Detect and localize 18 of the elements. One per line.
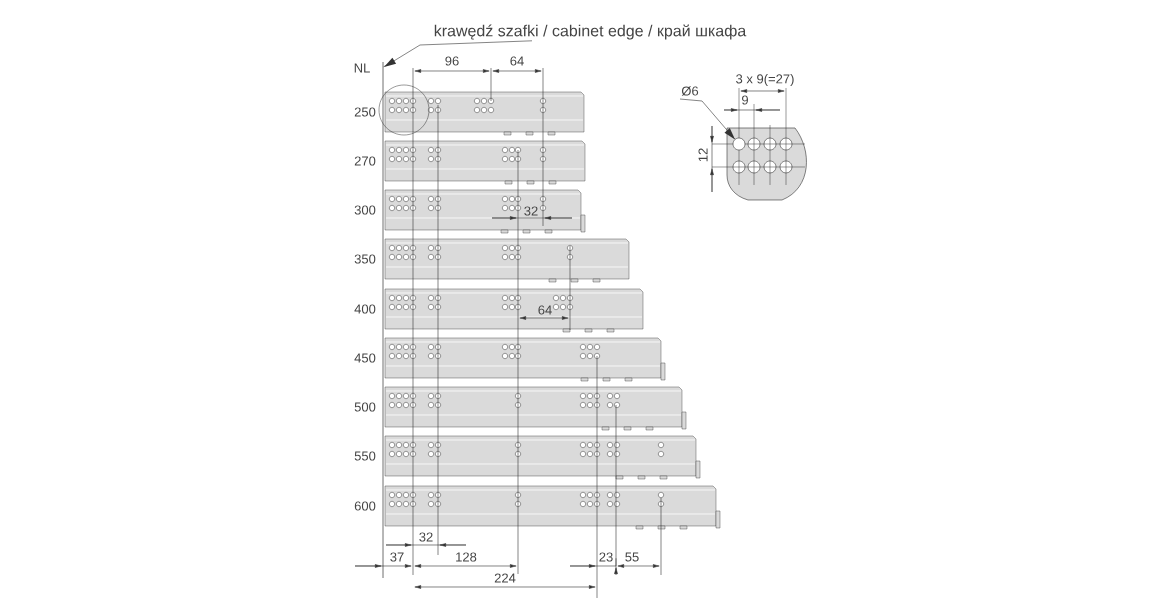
dimension-text: 3 x 9(=27)	[736, 73, 794, 87]
dimension-text: 12	[698, 148, 708, 162]
diameter-label: Ø6	[681, 86, 699, 96]
dimension-text: 64	[510, 56, 524, 66]
hole	[732, 137, 746, 151]
caption-text: krawędź szafki / cabinet edge / край шкафа	[434, 24, 747, 40]
dimension-text: 9	[742, 95, 748, 105]
dimension-text: 32	[524, 206, 538, 216]
dimension-text: 55	[625, 552, 639, 562]
dimension-text: 23	[599, 552, 613, 562]
leader-line	[679, 98, 736, 140]
dimension-text: 96	[445, 56, 459, 66]
dimension-text: 224	[494, 573, 516, 583]
column-heading: NL	[354, 63, 370, 73]
dimension-text: 64	[538, 305, 552, 315]
dimension-text: 128	[456, 552, 477, 562]
dimension-text: 32	[419, 532, 433, 542]
leader-line	[383, 40, 533, 68]
